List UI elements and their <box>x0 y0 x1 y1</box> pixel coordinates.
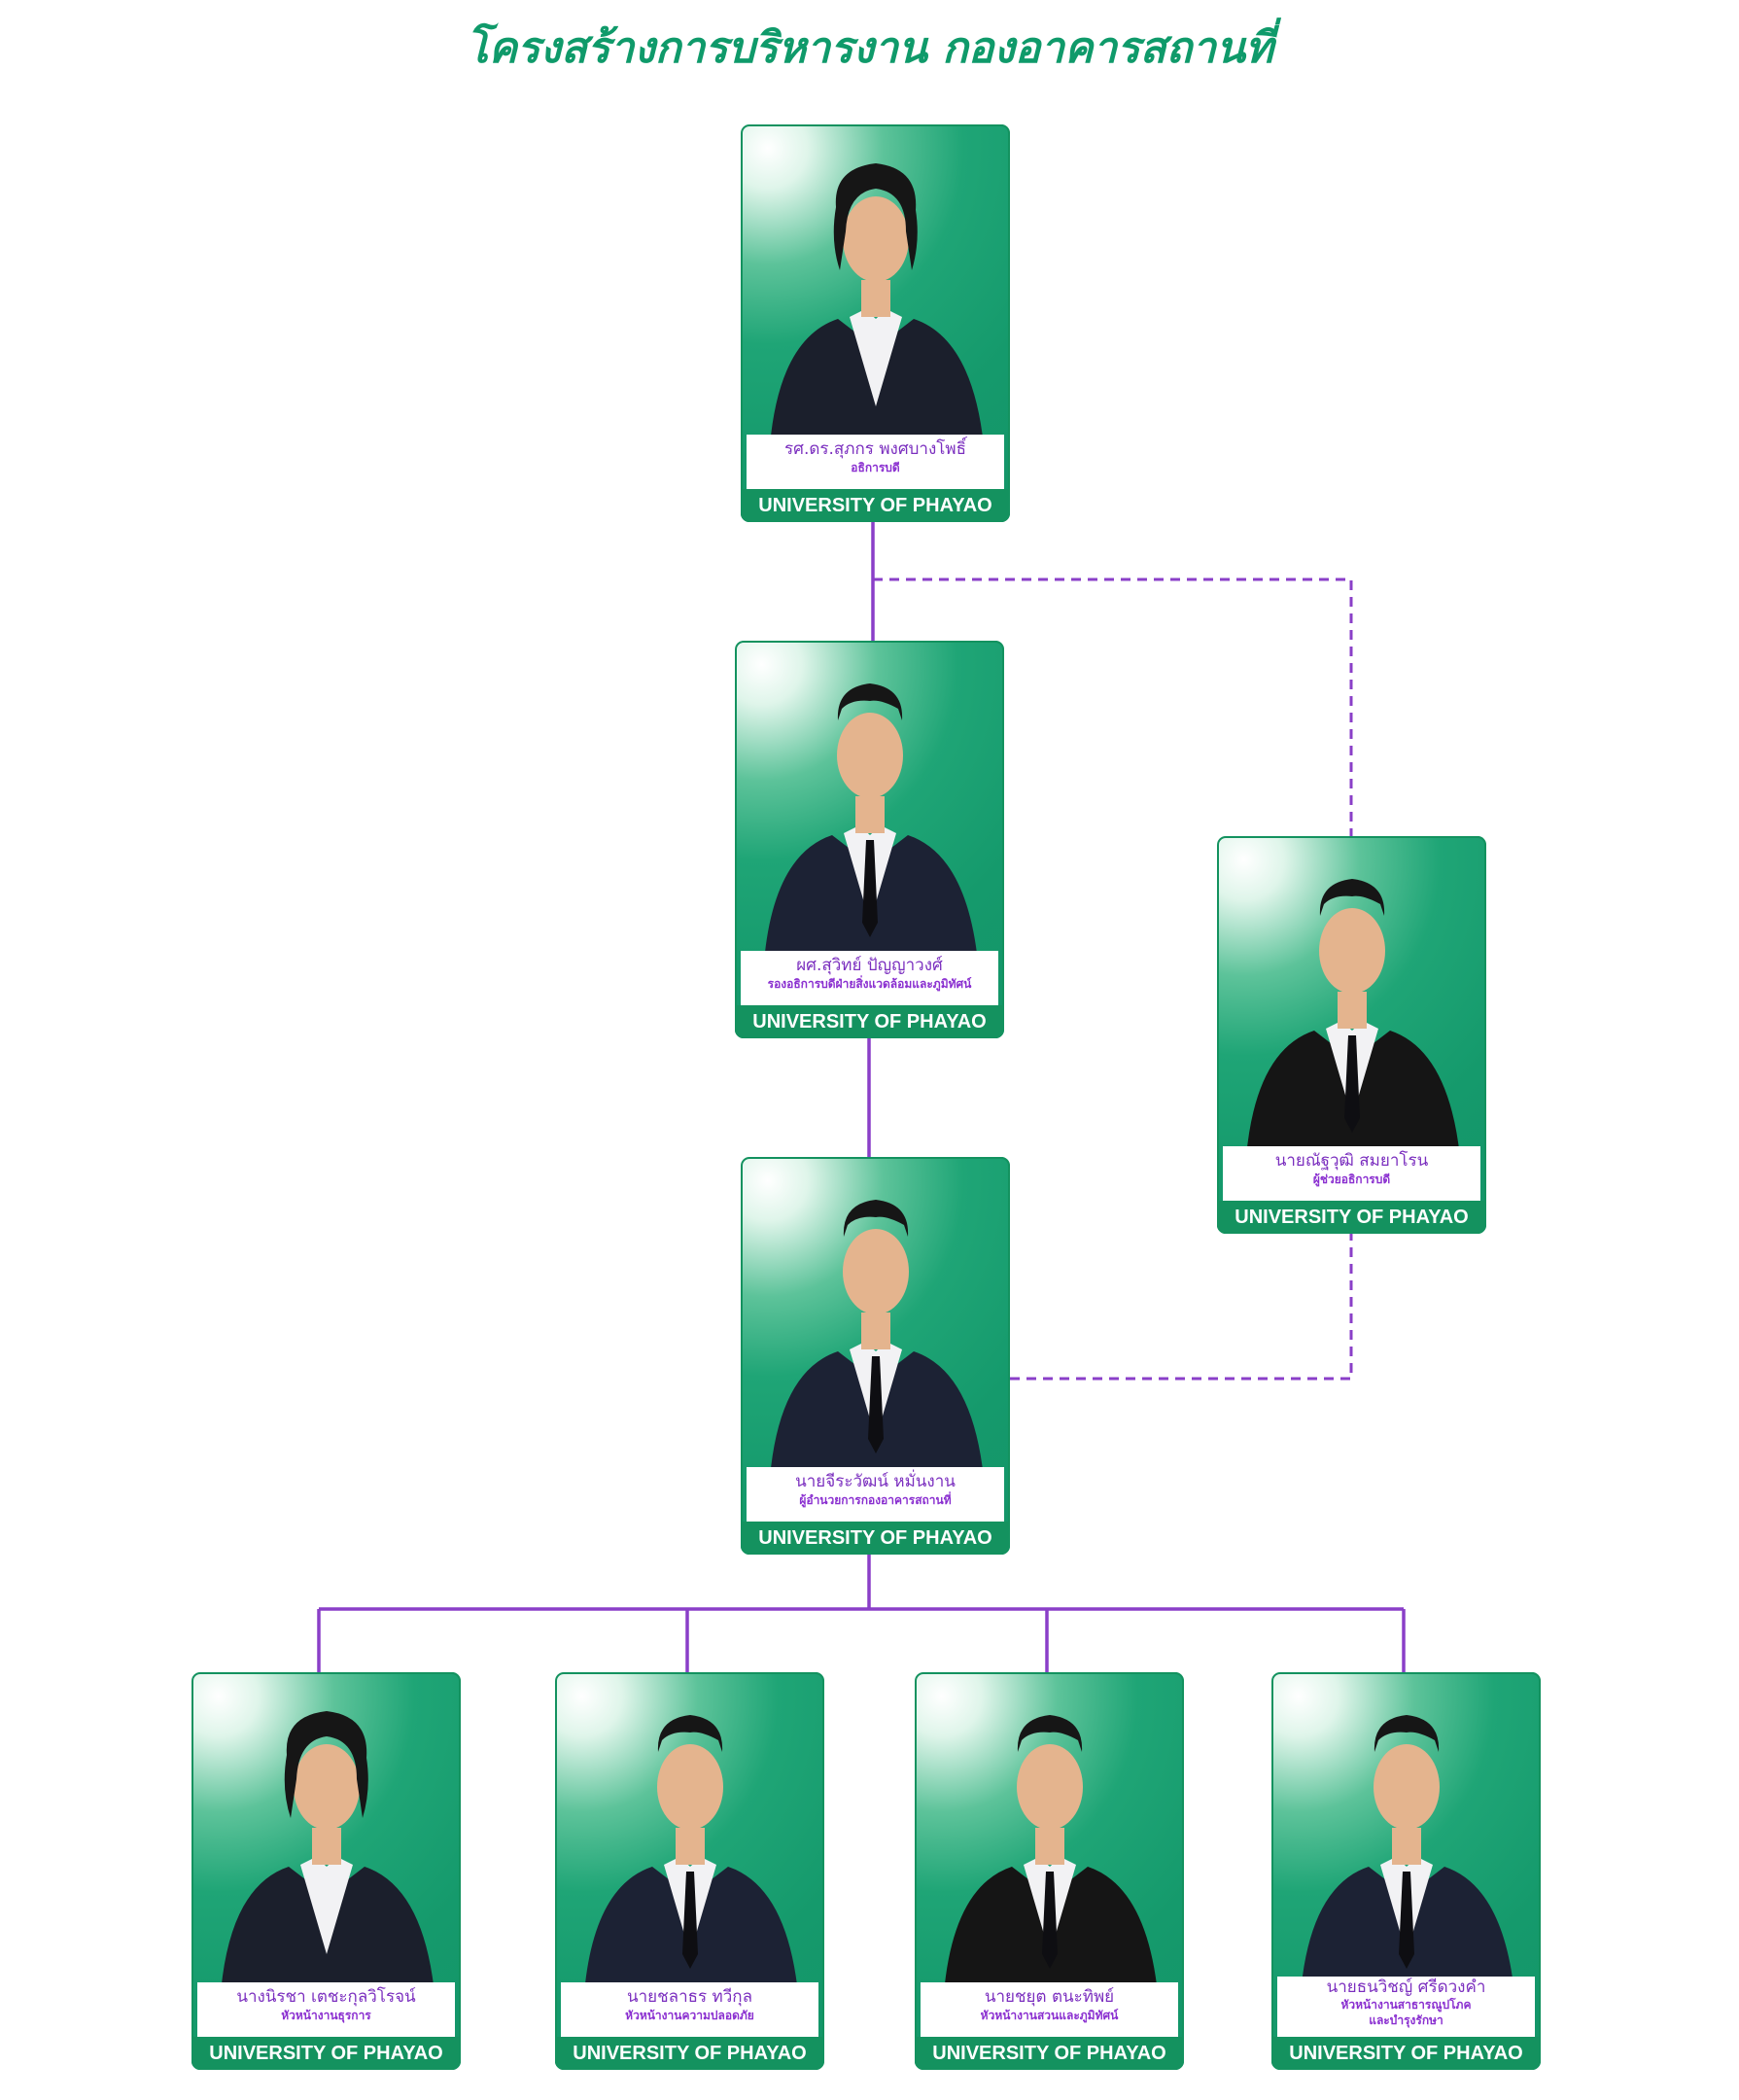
university-label: UNIVERSITY OF PHAYAO <box>191 2037 461 2070</box>
dashed-president-assistant <box>873 578 1353 839</box>
person-card-head-garden: นายชยุต ตนะทิพย์หัวหน้างานสวนและภูมิทัศน… <box>915 1672 1184 2070</box>
name-plate: นายชยุต ตนะทิพย์หัวหน้างานสวนและภูมิทัศน… <box>921 1982 1178 2037</box>
name-plate: นายจีระวัฒน์ หมั่นงานผู้อำนวยการกองอาคาร… <box>747 1467 1004 1522</box>
university-label: UNIVERSITY OF PHAYAO <box>555 2037 824 2070</box>
person-position: อธิการบดี <box>851 461 900 474</box>
person-position: หัวหน้างานความปลอดภัย <box>625 2009 754 2022</box>
portrait-photo <box>221 1711 435 1993</box>
chart-title: โครงสร้างการบริหารงาน กองอาคารสถานที่ <box>465 23 1274 73</box>
person-name: นางนิรชา เตชะกุลวิโรจน์ <box>236 1987 416 2007</box>
person-card-vice-president: ผศ.สุวิทย์ ปัญญาวงศ์รองอธิการบดีฝ่ายสิ่ง… <box>735 641 1004 1038</box>
dashed-assistant-director <box>1007 1231 1353 1381</box>
person-name: นายชยุต ตนะทิพย์ <box>984 1987 1115 2007</box>
name-plate: นางนิรชา เตชะกุลวิโรจน์หัวหน้างานธุรการ <box>197 1982 455 2037</box>
person-position-line2: และบำรุงรักษา <box>1369 2013 1443 2027</box>
person-card-head-utilities: นายธนวิชญ์ ศรีดวงคำหัวหน้างานสาธารณูปโภค… <box>1271 1672 1541 2070</box>
person-name: นายธนวิชญ์ ศรีดวงคำ <box>1326 1978 1486 1997</box>
university-label: UNIVERSITY OF PHAYAO <box>741 1522 1010 1555</box>
person-name: ผศ.สุวิทย์ ปัญญาวงศ์ <box>796 956 943 975</box>
portrait-photo <box>1246 879 1460 1157</box>
person-position: หัวหน้างานสาธารณูปโภค <box>1340 1998 1472 2012</box>
name-plate: รศ.ดร.สุภกร พงศบางโพธิ์อธิการบดี <box>747 435 1004 489</box>
person-card-division-director: นายจีระวัฒน์ หมั่นงานผู้อำนวยการกองอาคาร… <box>741 1157 1010 1555</box>
university-label: UNIVERSITY OF PHAYAO <box>1217 1201 1486 1234</box>
university-label: UNIVERSITY OF PHAYAO <box>1271 2037 1541 2070</box>
person-card-director-general: รศ.ดร.สุภกร พงศบางโพธิ์อธิการบดีUNIVERSI… <box>741 124 1010 522</box>
name-plate: ผศ.สุวิทย์ ปัญญาวงศ์รองอธิการบดีฝ่ายสิ่ง… <box>741 951 998 1005</box>
name-plate: นายธนวิชญ์ ศรีดวงคำหัวหน้างานสาธารณูปโภค… <box>1277 1977 1535 2037</box>
person-position: ผู้ช่วยอธิการบดี <box>1312 1172 1391 1186</box>
name-plate: นายชลาธร ทวีกุลหัวหน้างานความปลอดภัย <box>561 1982 818 2037</box>
person-position: หัวหน้างานธุรการ <box>281 2009 371 2022</box>
person-name: นายชลาธร ทวีกุล <box>626 1987 752 2007</box>
portrait-photo <box>764 683 978 962</box>
person-position: หัวหน้างานสวนและภูมิทัศน์ <box>980 2009 1119 2022</box>
person-card-assistant-president: นายณัฐวุฒิ สมยาโรนผู้ช่วยอธิการบดีUNIVER… <box>1217 836 1486 1234</box>
university-label: UNIVERSITY OF PHAYAO <box>915 2037 1184 2070</box>
person-name: นายจีระวัฒน์ หมั่นงาน <box>795 1472 956 1491</box>
university-label: UNIVERSITY OF PHAYAO <box>735 1005 1004 1038</box>
portrait-photo <box>944 1715 1158 1993</box>
person-name: รศ.ดร.สุภกร พงศบางโพธิ์ <box>784 439 966 459</box>
university-label: UNIVERSITY OF PHAYAO <box>741 489 1010 522</box>
portrait-photo <box>1301 1715 1514 1993</box>
person-name: นายณัฐวุฒิ สมยาโรน <box>1274 1151 1429 1171</box>
portrait-photo <box>770 163 984 445</box>
portrait-photo <box>584 1715 798 1993</box>
person-position: รองอธิการบดีฝ่ายสิ่งแวดล้อมและภูมิทัศน์ <box>767 977 972 991</box>
portrait-photo <box>770 1200 984 1478</box>
person-position: ผู้อำนวยการกองอาคารสถานที่ <box>799 1493 952 1507</box>
name-plate: นายณัฐวุฒิ สมยาโรนผู้ช่วยอธิการบดี <box>1223 1146 1480 1201</box>
